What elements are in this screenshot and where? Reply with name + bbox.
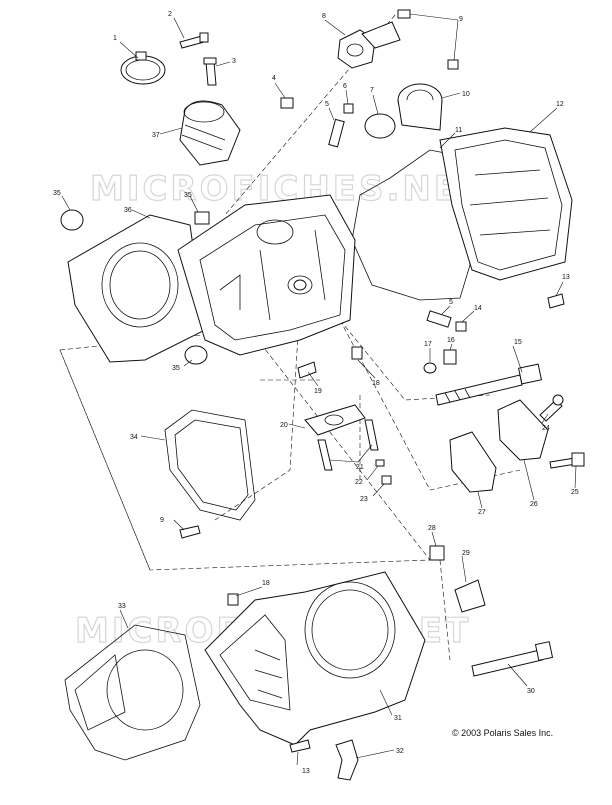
bolt-part-9-lower — [179, 525, 201, 539]
bolt-part-30 — [471, 649, 543, 677]
callout-27: 27 — [478, 509, 486, 516]
bolt-part-13-top — [547, 293, 565, 309]
callout-5: 5 — [325, 101, 329, 108]
callout-33: 33 — [118, 603, 126, 610]
seal-part-17 — [423, 362, 437, 374]
callout-26: 26 — [530, 501, 538, 508]
callout-8: 8 — [322, 13, 326, 20]
clamp-part-1 — [120, 51, 166, 85]
callout-35-bottom: 35 — [172, 365, 180, 372]
fitting-part-29 — [454, 579, 486, 613]
base-gasket-part-33 — [64, 624, 201, 761]
callout-10: 10 — [462, 91, 470, 98]
callout-12: 12 — [556, 101, 564, 108]
seal-part-14 — [455, 321, 467, 332]
guide-part-16 — [443, 349, 457, 365]
callout-37: 37 — [152, 132, 160, 139]
callout-4: 4 — [272, 75, 276, 82]
o-ring-part-7 — [364, 113, 396, 139]
stud-part-21-left — [317, 439, 333, 471]
valve-cover-part-12 — [439, 127, 573, 281]
callout-13-lower: 13 — [302, 768, 310, 775]
callout-18-lower: 18 — [262, 580, 270, 587]
gasket-part-34 — [164, 409, 256, 521]
bracket-part-27 — [449, 431, 497, 493]
cylinder-head — [177, 194, 356, 356]
callout-19: 19 — [314, 388, 322, 395]
thermostat-housing-part-8 — [337, 21, 401, 69]
stud-part-21-right — [364, 419, 379, 451]
copyright-notice: © 2003 Polaris Sales Inc. — [452, 728, 554, 738]
valve-cover-gasket-part-11 — [351, 149, 471, 301]
callout-30: 30 — [527, 688, 535, 695]
callout-7: 7 — [370, 87, 374, 94]
head-gasket-part-36 — [67, 214, 206, 363]
callout-13: 13 — [562, 274, 570, 281]
dowel-part-18-upper — [351, 346, 363, 360]
elbow-part-32 — [335, 739, 359, 781]
callout-34: 34 — [130, 434, 138, 441]
cylinder-block — [204, 571, 426, 746]
callout-1: 1 — [113, 35, 117, 42]
guide-part-5 — [328, 118, 345, 148]
callout-labels: 1 2 3 4 5 5 6 7 8 9 10 11 12 13 13 14 15… — [53, 11, 579, 775]
callout-22: 22 — [355, 479, 363, 486]
intake-boot-part-37 — [179, 100, 241, 166]
callout-17: 17 — [424, 341, 432, 348]
dowel-part-18-lower — [227, 593, 239, 606]
bracket-part-26 — [497, 399, 549, 461]
seal-part-6 — [343, 103, 354, 114]
seal-part-35-left — [60, 209, 84, 231]
callout-16: 16 — [447, 337, 455, 344]
long-bolt-part-15 — [435, 363, 543, 406]
dowel-part-28 — [429, 545, 445, 561]
callout-9: 9 — [459, 16, 463, 23]
bolt-part-9-right — [447, 59, 459, 70]
callout-35-top: 35 — [184, 192, 192, 199]
callout-29: 29 — [462, 550, 470, 557]
bolt-part-9-top — [397, 9, 411, 19]
callout-25: 25 — [571, 489, 579, 496]
callout-21: 21 — [356, 464, 364, 471]
bolt-part-3 — [203, 57, 217, 86]
plate-part-20 — [304, 404, 366, 436]
callout-28: 28 — [428, 525, 436, 532]
guide-part-5-right — [426, 310, 452, 328]
callout-20: 20 — [280, 422, 288, 429]
callout-32: 32 — [396, 748, 404, 755]
seal-part-35-bottom — [184, 345, 208, 365]
callout-18: 18 — [372, 380, 380, 387]
callout-2: 2 — [168, 11, 172, 18]
washer-part-23 — [381, 475, 392, 485]
bolt-part-2 — [179, 32, 209, 49]
callout-5-right: 5 — [449, 299, 453, 306]
leader-lines — [61, 13, 577, 766]
housing-part-10 — [397, 83, 443, 131]
callout-24: 24 — [542, 425, 550, 432]
callout-23: 23 — [360, 496, 368, 503]
callout-11: 11 — [455, 127, 462, 134]
callout-6: 6 — [343, 83, 347, 90]
callout-31: 31 — [394, 715, 402, 722]
callout-35-left: 35 — [53, 190, 61, 197]
callout-9-lower: 9 — [160, 517, 164, 524]
nut-part-22 — [375, 459, 385, 467]
callout-14: 14 — [474, 305, 482, 312]
callout-36: 36 — [124, 207, 132, 214]
dowel-part-4 — [280, 97, 294, 109]
head-plug-part-35 — [194, 211, 210, 225]
bolt-part-13-lower — [289, 739, 311, 753]
callout-3: 3 — [232, 58, 236, 65]
bolt-part-19 — [297, 361, 317, 379]
callout-15: 15 — [514, 339, 522, 346]
